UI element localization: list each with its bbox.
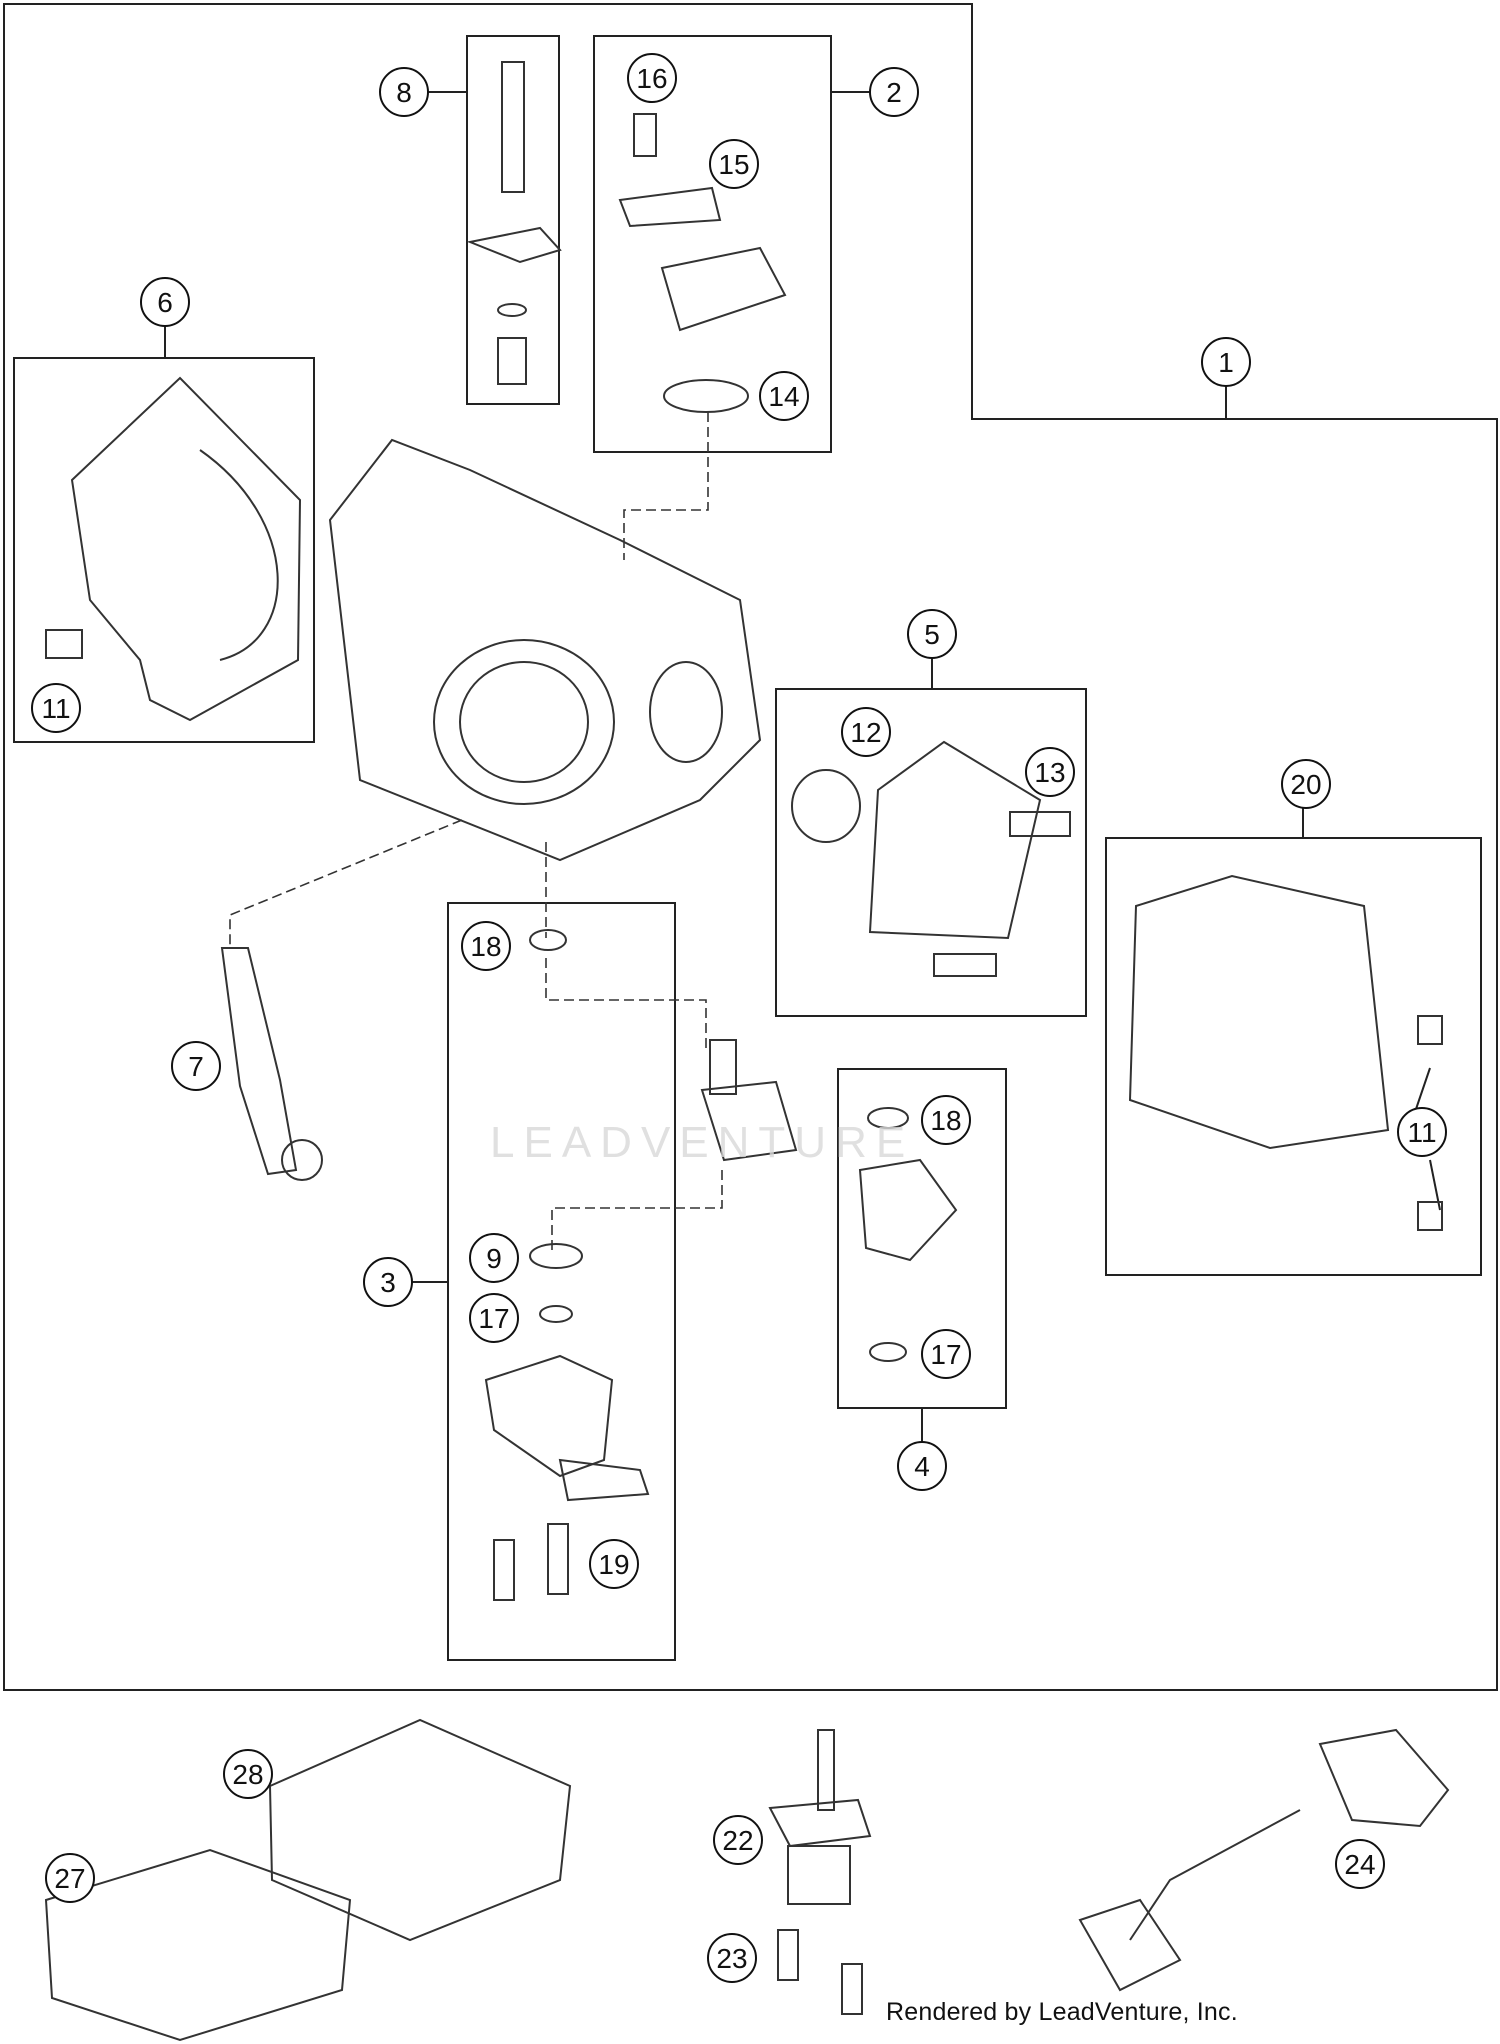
render-credit: Rendered by LeadVenture, Inc. xyxy=(886,1998,1238,2026)
callout-label: 1 xyxy=(1218,347,1234,378)
callout-c2: 2 xyxy=(869,67,919,117)
callout-circle xyxy=(897,1441,947,1491)
callout-c28: 28 xyxy=(223,1749,273,1799)
callout-c11b: 11 xyxy=(1397,1107,1447,1157)
callout-circle xyxy=(461,921,511,971)
callout-c17a: 17 xyxy=(469,1293,519,1343)
callout-circle xyxy=(45,1853,95,1903)
callout-circle xyxy=(841,707,891,757)
callout-c19: 19 xyxy=(589,1539,639,1589)
callout-label: 9 xyxy=(486,1243,502,1274)
callout-c11a: 11 xyxy=(31,683,81,733)
callout-layer: 1234567891111121314151617171818192022232… xyxy=(31,53,1447,1983)
callout-c9: 9 xyxy=(469,1233,519,1283)
callout-c6: 6 xyxy=(140,277,190,327)
callout-label: 5 xyxy=(924,619,940,650)
callout-c20: 20 xyxy=(1281,759,1331,809)
callout-label: 11 xyxy=(41,693,70,724)
callout-label: 3 xyxy=(380,1267,396,1298)
callout-label: 14 xyxy=(768,381,799,412)
callout-label: 2 xyxy=(886,77,902,108)
callout-label: 12 xyxy=(850,717,881,748)
callout-c12: 12 xyxy=(841,707,891,757)
callout-label: 28 xyxy=(232,1759,263,1790)
callout-circle xyxy=(1201,337,1251,387)
box-5 xyxy=(775,688,1087,1017)
callout-circle xyxy=(223,1749,273,1799)
callout-c1: 1 xyxy=(1201,337,1251,387)
callout-circle xyxy=(379,67,429,117)
callout-c27: 27 xyxy=(45,1853,95,1903)
callout-circle xyxy=(1025,747,1075,797)
box-3 xyxy=(447,902,676,1661)
callout-c4: 4 xyxy=(897,1441,947,1491)
callout-c18b: 18 xyxy=(921,1095,971,1145)
callout-label: 18 xyxy=(930,1105,961,1136)
callout-c18a: 18 xyxy=(461,921,511,971)
callout-label: 20 xyxy=(1290,769,1321,800)
callout-c14: 14 xyxy=(759,371,809,421)
callout-c16: 16 xyxy=(627,53,677,103)
box-20 xyxy=(1105,837,1482,1276)
callout-circle xyxy=(171,1041,221,1091)
callout-circle xyxy=(363,1257,413,1307)
callout-c13: 13 xyxy=(1025,747,1075,797)
callout-circle xyxy=(140,277,190,327)
callout-circle xyxy=(921,1095,971,1145)
box-2 xyxy=(593,35,832,453)
callout-circle xyxy=(709,139,759,189)
callout-label: 8 xyxy=(396,77,412,108)
callout-circle xyxy=(1335,1839,1385,1889)
callout-label: 17 xyxy=(930,1339,961,1370)
callout-circle xyxy=(589,1539,639,1589)
callout-label: 7 xyxy=(188,1051,204,1082)
callout-label: 4 xyxy=(914,1451,930,1482)
box-8 xyxy=(466,35,560,405)
callout-label: 24 xyxy=(1344,1849,1375,1880)
callout-circle xyxy=(907,609,957,659)
callout-label: 22 xyxy=(722,1825,753,1856)
callout-circle xyxy=(921,1329,971,1379)
callout-circle xyxy=(707,1933,757,1983)
callout-circle xyxy=(1397,1107,1447,1157)
callout-label: 18 xyxy=(470,931,501,962)
callout-c17b: 17 xyxy=(921,1329,971,1379)
callout-circle xyxy=(759,371,809,421)
callout-label: 17 xyxy=(478,1303,509,1334)
callout-label: 27 xyxy=(54,1863,85,1894)
callout-c3: 3 xyxy=(363,1257,413,1307)
callout-circle xyxy=(31,683,81,733)
callout-label: 11 xyxy=(1407,1117,1436,1148)
callout-c8: 8 xyxy=(379,67,429,117)
callout-c22: 22 xyxy=(713,1815,763,1865)
callout-label: 13 xyxy=(1034,757,1065,788)
callout-c5: 5 xyxy=(907,609,957,659)
parts-artwork xyxy=(44,61,1450,2042)
callout-circle xyxy=(869,67,919,117)
callout-c7: 7 xyxy=(171,1041,221,1091)
callout-circle xyxy=(1281,759,1331,809)
callout-circle xyxy=(713,1815,763,1865)
callout-circle xyxy=(627,53,677,103)
callout-c23: 23 xyxy=(707,1933,757,1983)
callout-c24: 24 xyxy=(1335,1839,1385,1889)
callout-label: 6 xyxy=(157,287,173,318)
callout-label: 23 xyxy=(716,1943,747,1974)
callout-label: 19 xyxy=(598,1549,629,1580)
callout-c15: 15 xyxy=(709,139,759,189)
callout-circle xyxy=(469,1293,519,1343)
main-assembly-frame xyxy=(3,3,1498,1691)
callout-label: 15 xyxy=(718,149,749,180)
watermark-text: LEADVENTURE xyxy=(490,1118,915,1167)
callout-circle xyxy=(469,1233,519,1283)
callout-label: 16 xyxy=(636,63,667,94)
